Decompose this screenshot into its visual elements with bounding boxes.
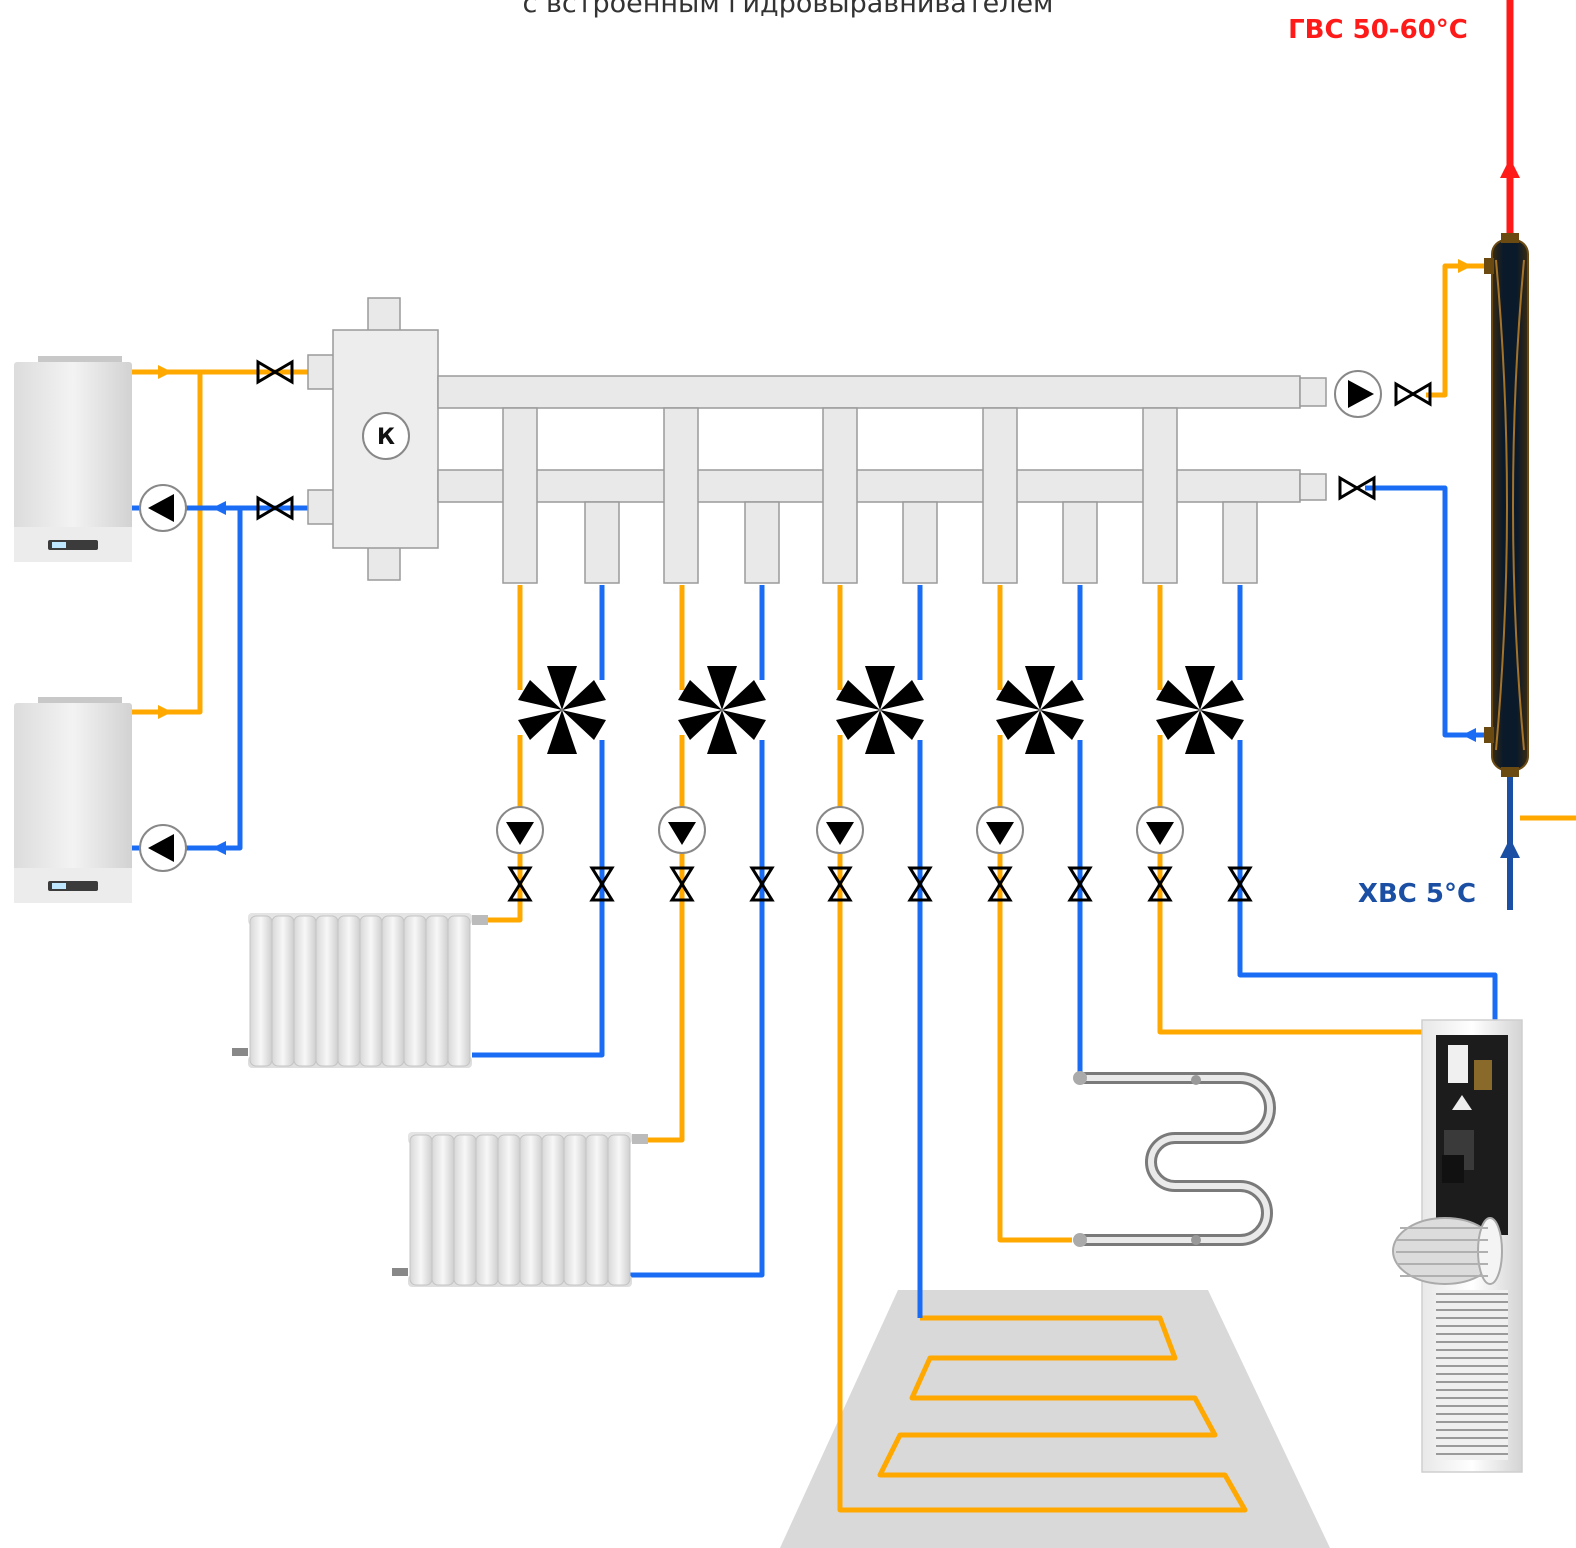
valve-icon [987,866,1013,902]
return-arrow-icon [212,501,226,515]
valve-icon [256,495,294,521]
boiler-2 [14,697,132,903]
pump-icon [139,824,187,872]
coil-return-arrow-icon [1462,728,1476,742]
mixing-valve-icon [836,666,924,754]
valve-icon [256,359,294,385]
dhw-label: ГВС 50-60°С [1288,15,1468,45]
valve-icon [907,866,933,902]
coil-return-pipe [1365,485,1490,738]
trench-convector [1392,1019,1523,1473]
supply-header [437,375,1301,409]
radiator-1 [232,913,488,1068]
circuit-1-supply [488,585,523,923]
valve-icon [827,866,853,902]
valve-icon [507,866,533,902]
circuit-4-supply [997,585,1072,1243]
manifold [437,375,1327,584]
pipes [132,0,1576,1513]
separator-marker: К [362,412,410,460]
towel-rail [1073,1071,1276,1247]
circuit-5-return [1237,585,1498,1022]
valve-icon [1067,866,1093,902]
valve-icon [669,866,695,902]
pump-icon [496,806,544,854]
valve-icon [589,866,615,902]
pump-icon [1136,806,1184,854]
diagram-title: с встроенным гидровыравнивателем [523,0,1054,19]
supply-arrow-icon [158,365,172,379]
coil-supply-arrow-icon [1458,259,1472,273]
mixing-valve-icon [1156,666,1244,754]
separator-letter: К [377,425,395,450]
circuit-3-supply [837,585,1248,1513]
valve-icon [1227,866,1253,902]
circuit-1-return [472,585,605,1058]
cold-arrow-icon [1500,838,1520,858]
circuit-valves [507,866,1253,902]
pump-icon [658,806,706,854]
pump-icon [816,806,864,854]
dhw-arrow-icon [1500,158,1520,178]
pump-icon [976,806,1024,854]
return-arrow-icon [212,841,226,855]
valve-icon [1394,381,1432,407]
flow-arrows [158,158,1520,858]
valve-icon [749,866,775,902]
floor-plate [780,1290,1330,1548]
mixing-valve-icon [518,666,606,754]
mixing-valve-icon [996,666,1084,754]
radiator-2 [392,1132,648,1287]
circuit-5-supply [1157,585,1422,1035]
mixing-valve-icon [678,666,766,754]
cold-water-label: ХВС 5°С [1358,879,1476,909]
water-heater [1484,233,1529,777]
supply-arrow-icon [158,705,172,719]
pump-icon [1334,370,1382,418]
circuit-2-return [630,585,765,1278]
valve-icon [1338,475,1376,501]
boiler-1 [14,356,132,562]
valve-icon [1147,866,1173,902]
pump-icon [139,484,187,532]
circuit-2-supply [645,585,685,1143]
coil-supply-pipe [1426,263,1490,398]
